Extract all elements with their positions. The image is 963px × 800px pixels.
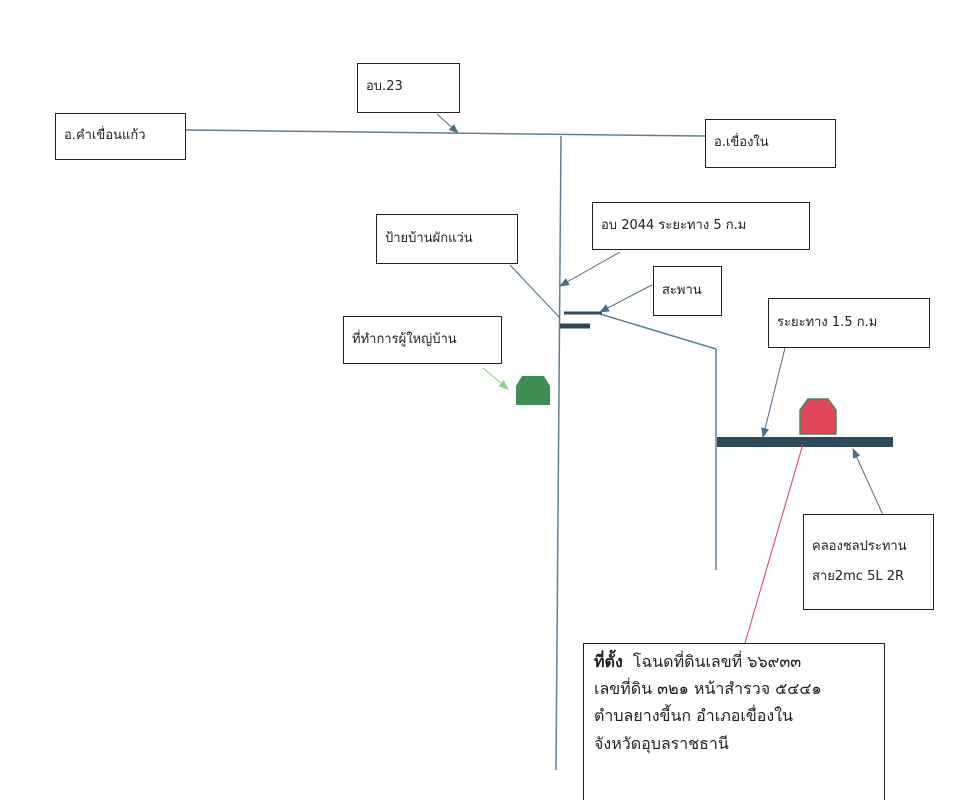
ban-phak-waen-sign-label: ป้ายบ้านผักแว่น	[376, 214, 518, 264]
village-headman-office-icon	[516, 376, 550, 405]
canal-label-line1: คลองชลประทาน	[812, 538, 907, 554]
site-location-icon	[799, 398, 837, 435]
location-heading: ที่ตั้ง	[594, 652, 623, 671]
village-headman-office-label: ที่ทำการผู้ใหญ่บ้าน	[343, 316, 502, 364]
main-road-line	[185, 129, 706, 137]
vertical-road-line	[555, 135, 562, 771]
distance-label: ระยะทาง 1.5 ก.ม	[768, 298, 930, 348]
canal-label-line2: สาย2mc 5L 2R	[812, 569, 905, 584]
canal-label: คลองชลประทาน สาย2mc 5L 2R	[803, 514, 934, 610]
canal-bar	[717, 437, 893, 447]
side-road-diagonal	[599, 313, 717, 350]
bridge-leader	[599, 284, 653, 313]
canal-leader	[852, 448, 884, 516]
khueang-nai-label: อ.เขื่องใน	[705, 119, 836, 168]
headman-office-leader	[482, 367, 509, 390]
location-deed-number: โฉนดที่ดินเลขที่ ๖๖๙๓๓	[632, 652, 802, 671]
site-leader	[744, 443, 804, 644]
location-line-1: ที่ตั้ง โฉนดที่ดินเลขที่ ๖๖๙๓๓	[594, 648, 874, 675]
road-23-label: อบ.23	[357, 63, 460, 113]
location-line-2: เลขที่ดิน ๓๒๑ หน้าสำรวจ ๕๔๔๑	[594, 679, 822, 699]
location-line-4: จังหวัดอุบลราชธานี	[594, 733, 729, 753]
kham-khuean-kaeo-label: อ.คำเขื่อนแก้ว	[55, 113, 186, 160]
bridge-label: สะพาน	[653, 266, 722, 316]
location-details-box: ที่ตั้ง โฉนดที่ดินเลขที่ ๖๖๙๓๓ เลขที่ดิน …	[583, 643, 885, 800]
road-23-leader	[436, 113, 459, 134]
location-line-3: ตำบลยางขี้นก อำเภอเขื่องใน	[594, 706, 793, 726]
sign-leader	[509, 264, 561, 319]
road-2044-leader	[559, 251, 621, 287]
distance-leader	[761, 347, 786, 438]
road-2044-label: อบ 2044 ระยะทาง 5 ก.ม	[592, 202, 810, 250]
